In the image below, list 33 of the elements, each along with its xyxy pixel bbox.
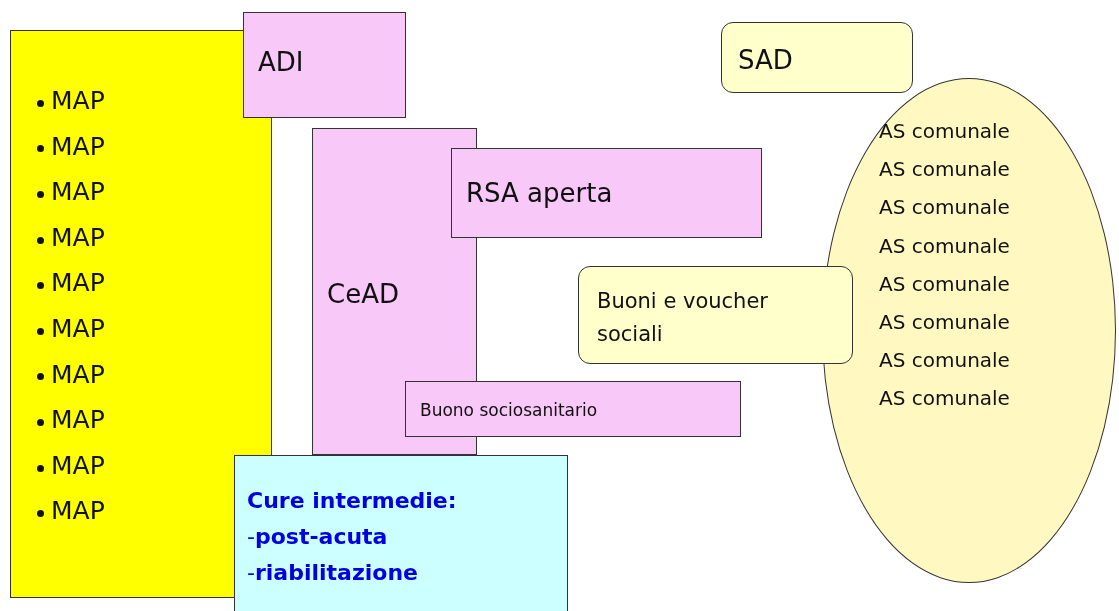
box-label: Cure intermedie: — [247, 487, 457, 513]
list-item: AS comunale — [879, 233, 1010, 258]
list-item: AS comunale — [879, 310, 1010, 334]
list-item: MAP — [51, 131, 105, 161]
box-label: CeAD — [327, 279, 399, 310]
list-item: AS comunale — [879, 386, 1010, 411]
service-box — [405, 381, 741, 437]
list-item: MAP — [51, 177, 105, 207]
list-item: AS comunale — [879, 195, 1010, 220]
list-item: AS comunale — [879, 271, 1010, 296]
service-box — [243, 12, 406, 118]
box-label: Buoni e voucher sociali — [597, 288, 769, 348]
list-item: MAP — [51, 405, 105, 435]
service-box — [578, 266, 853, 364]
list-item: MAP — [51, 222, 105, 252]
list-item: MAP — [51, 359, 105, 389]
list-item: AS comunale — [879, 157, 1010, 182]
list-item: MAP — [51, 268, 105, 298]
list-item: AS comunale — [879, 119, 1010, 143]
box-label: Buono sociosanitario — [420, 399, 598, 420]
service-box — [721, 22, 913, 93]
box-label: RSA aperta — [466, 178, 613, 209]
list-item: AS comunale — [879, 348, 1010, 373]
box-label: -riabilitazione — [247, 559, 418, 585]
list-item: MAP — [51, 496, 105, 526]
box-label: -post-acuta — [247, 523, 388, 549]
box-label: SAD — [738, 45, 793, 76]
list-item: MAP — [51, 450, 105, 480]
list-item: MAP — [51, 86, 105, 115]
box-label: ADI — [258, 47, 304, 78]
list-item: MAP — [51, 314, 105, 343]
service-box — [451, 148, 762, 238]
service-box — [234, 455, 568, 611]
